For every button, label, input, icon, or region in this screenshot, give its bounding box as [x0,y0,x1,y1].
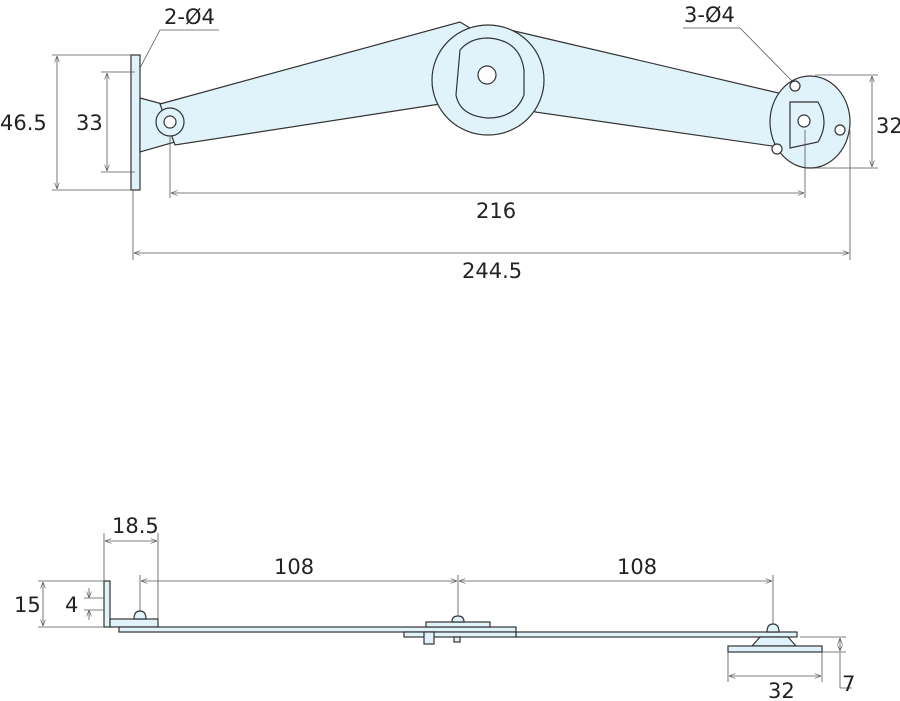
center-pin [423,631,435,645]
left-arm [159,21,476,146]
right-link-bar [515,631,798,638]
left-pivot-hole [163,115,177,129]
left-bracket-plate [130,54,141,191]
dim-plate-diameter: 32 [876,114,900,138]
mounting-plate [727,645,823,653]
dim-bracket-height-side: 15 [14,593,41,617]
bracket-upright [103,580,111,628]
dim-bracket-offset: 18.5 [112,514,159,538]
plate-boss [750,636,798,647]
dim-hole-offset: 4 [65,593,78,617]
dim-plate-height: 7 [842,672,855,696]
mount-hole [834,124,846,136]
right-arm [509,29,816,151]
dim-link-right: 108 [617,555,657,579]
rivet [766,623,780,633]
dim-bracket-height: 46.5 [0,111,47,135]
right-pivot-hole [797,114,811,128]
rivet [133,610,147,620]
center-pin-end [453,636,461,643]
center-hub-lower [403,631,517,638]
left-link-bar [118,626,517,633]
dim-pivot-distance: 216 [476,199,516,223]
center-pivot-hole [477,65,497,85]
dim-link-left: 108 [274,555,314,579]
callout-right-holes: 3-Ø4 [684,3,735,27]
dim-plate-width: 32 [768,679,795,701]
rivet [451,615,465,623]
bracket-foot [109,618,159,628]
mount-hole [771,143,783,155]
top-view: 46.5 33 32 216 244.5 2-Ø4 3-Ø4 [0,3,900,283]
dim-hole-spacing: 33 [76,111,103,135]
side-view: 18.5 108 108 15 4 32 7 [14,514,855,701]
center-hub-plate [425,621,491,628]
callout-left-holes: 2-Ø4 [164,5,215,29]
dim-overall-length: 244.5 [462,259,522,283]
mount-hole [789,80,801,92]
